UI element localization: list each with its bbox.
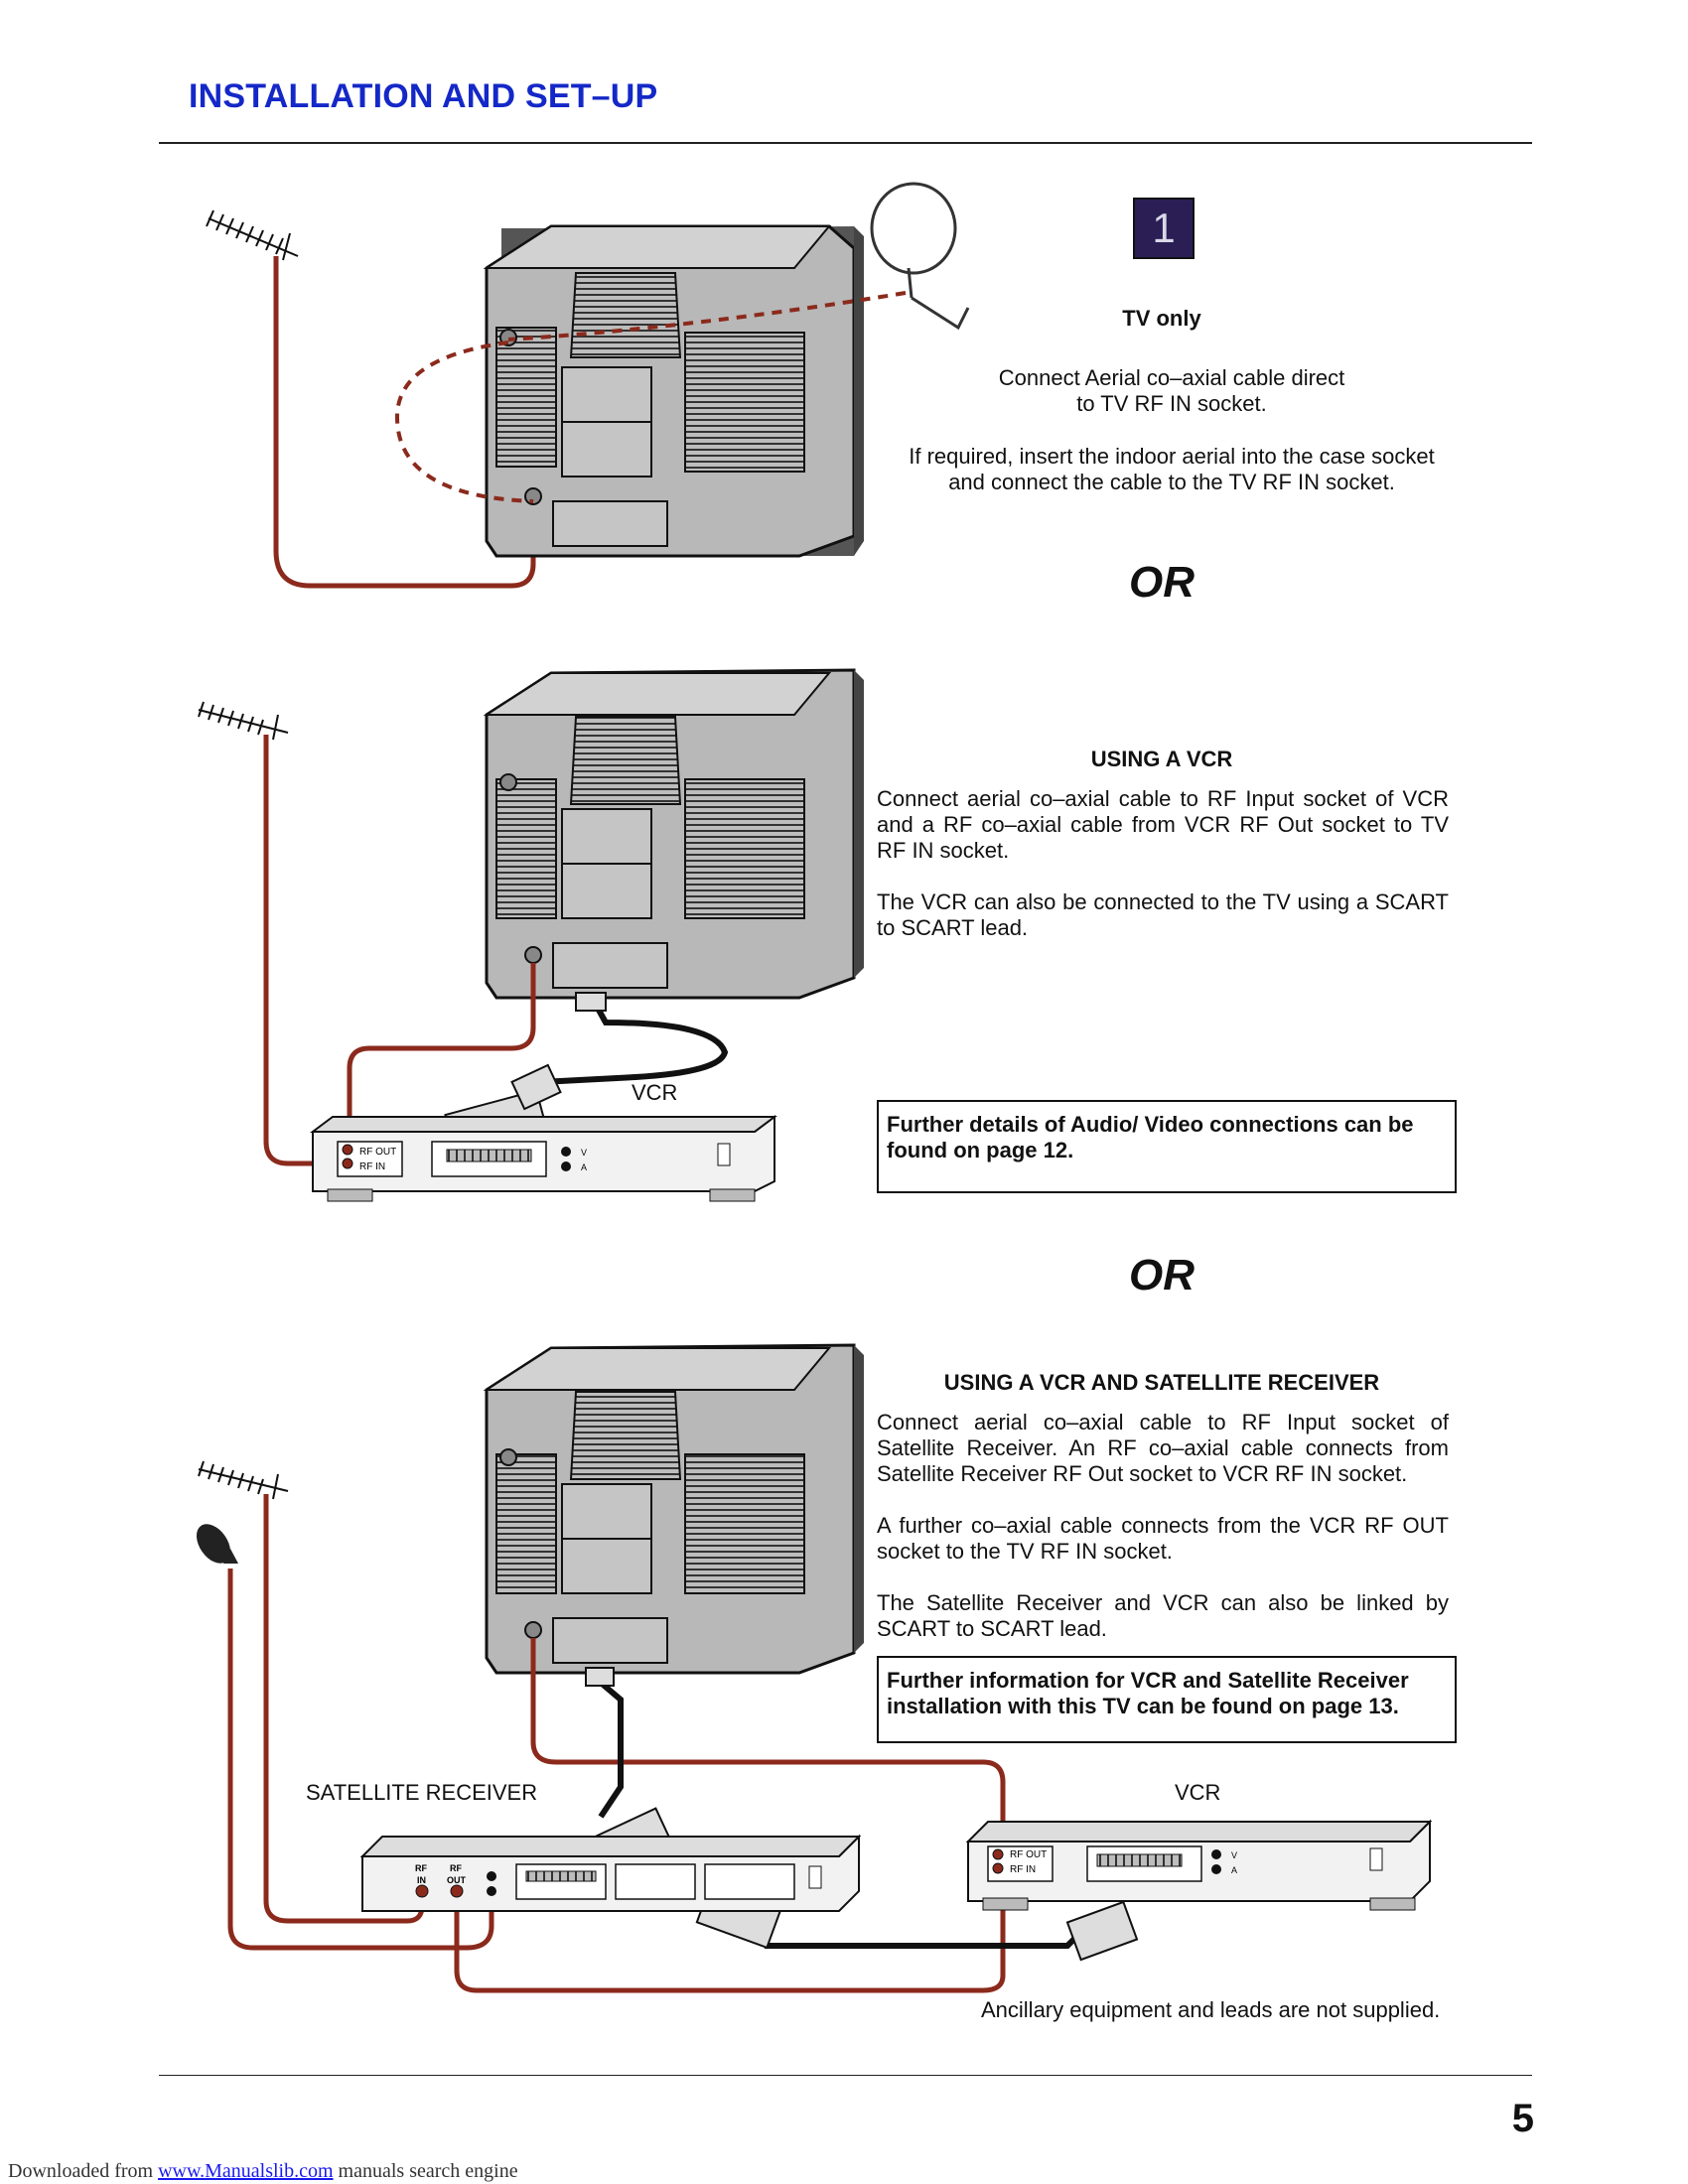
tv-only-heading: TV only (1122, 306, 1201, 331)
aerial-icon-1 (206, 209, 299, 261)
page-title: INSTALLATION AND SET–UP (189, 77, 658, 115)
vcr2-a-label: A (581, 1162, 587, 1172)
tv-only-para2: If required, insert the indoor aerial in… (909, 444, 1435, 494)
vcr-label-2: VCR (632, 1080, 678, 1105)
using-vcr-para1: Connect aerial co–axial cable to RF Inpu… (877, 786, 1449, 863)
download-footer: Downloaded from www.Manualslib.com manua… (8, 2160, 518, 2183)
vcr-label-3: VCR (1175, 1780, 1221, 1805)
using-vcr-heading: USING A VCR (1090, 747, 1233, 771)
satellite-receiver-device (359, 1834, 862, 1912)
aerial-cable-2 (263, 735, 346, 1166)
vcr-device-3 (965, 1819, 1433, 1911)
tv-only-para1: Connect Aerial co–axial cable direct to … (998, 365, 1345, 416)
scart-lead-3a (598, 1680, 624, 1819)
manualslib-link[interactable]: www.Manualslib.com (158, 2160, 334, 2182)
sat-in-label: IN (417, 1875, 426, 1885)
vcr2-v-label: V (581, 1148, 587, 1158)
vcr-satellite-para1: Connect aerial co–axial cable to RF Inpu… (877, 1410, 1449, 1486)
sat-rf-label-out: RF (450, 1863, 462, 1873)
aerial-icon-2 (198, 701, 289, 741)
vcr-to-tv-cable-2 (347, 963, 536, 1152)
using-vcr-para2: The VCR can also be connected to the TV … (877, 889, 1449, 940)
scart-lead-2 (540, 1003, 729, 1085)
or-divider-2: OR (1129, 1251, 1195, 1299)
step-number-badge: 1 (1133, 198, 1195, 259)
footer-prefix: Downloaded from (8, 2160, 159, 2182)
av-details-note: Further details of Audio/ Video connecti… (877, 1100, 1457, 1193)
vcr-satellite-para3: The Satellite Receiver and VCR can also … (877, 1590, 1449, 1641)
tv-rear-1 (483, 224, 864, 558)
indoor-aerial-icon (870, 182, 970, 331)
vcr-satellite-para2: A further co–axial cable connects from t… (877, 1513, 1449, 1564)
satellite-cable (227, 1569, 494, 1951)
indoor-aerial-dashed-cable (394, 291, 907, 503)
vcr-device-2 (310, 1115, 777, 1202)
sat-rf-label-in: RF (415, 1863, 427, 1873)
footer-suffix: manuals search engine (333, 2160, 518, 2182)
aerial-cable-3 (263, 1494, 425, 1924)
vcr3-rf-in-label: RF IN (1010, 1864, 1036, 1875)
satellite-receiver-label: SATELLITE RECEIVER (306, 1780, 538, 1805)
vcr2-rf-out-label: RF OUT (359, 1147, 396, 1158)
vcr-satellite-heading: USING A VCR AND SATELLITE RECEIVER (943, 1370, 1380, 1395)
aerial-cable-1 (273, 256, 536, 589)
header-rule (159, 142, 1532, 144)
vcr3-rf-out-label: RF OUT (1010, 1849, 1047, 1860)
aerial-icon-3 (198, 1460, 289, 1500)
page-number: 5 (1511, 2097, 1534, 2140)
satellite-dish-icon (196, 1524, 238, 1564)
footer-rule (159, 2075, 1532, 2076)
tv-rear-3 (483, 1343, 864, 1675)
vcr2-rf-in-label: RF IN (359, 1161, 385, 1172)
ancillary-disclaimer: Ancillary equipment and leads are not su… (981, 1997, 1441, 2022)
sat-out-label: OUT (447, 1875, 467, 1885)
vcr-satellite-note: Further information for VCR and Satellit… (877, 1656, 1457, 1743)
vcr3-a-label: A (1231, 1865, 1237, 1875)
scart-lead-3b (765, 1928, 1085, 1949)
vcr3-v-label: V (1231, 1850, 1237, 1860)
or-divider-1: OR (1129, 558, 1195, 607)
tv-rear-2 (483, 668, 864, 1000)
